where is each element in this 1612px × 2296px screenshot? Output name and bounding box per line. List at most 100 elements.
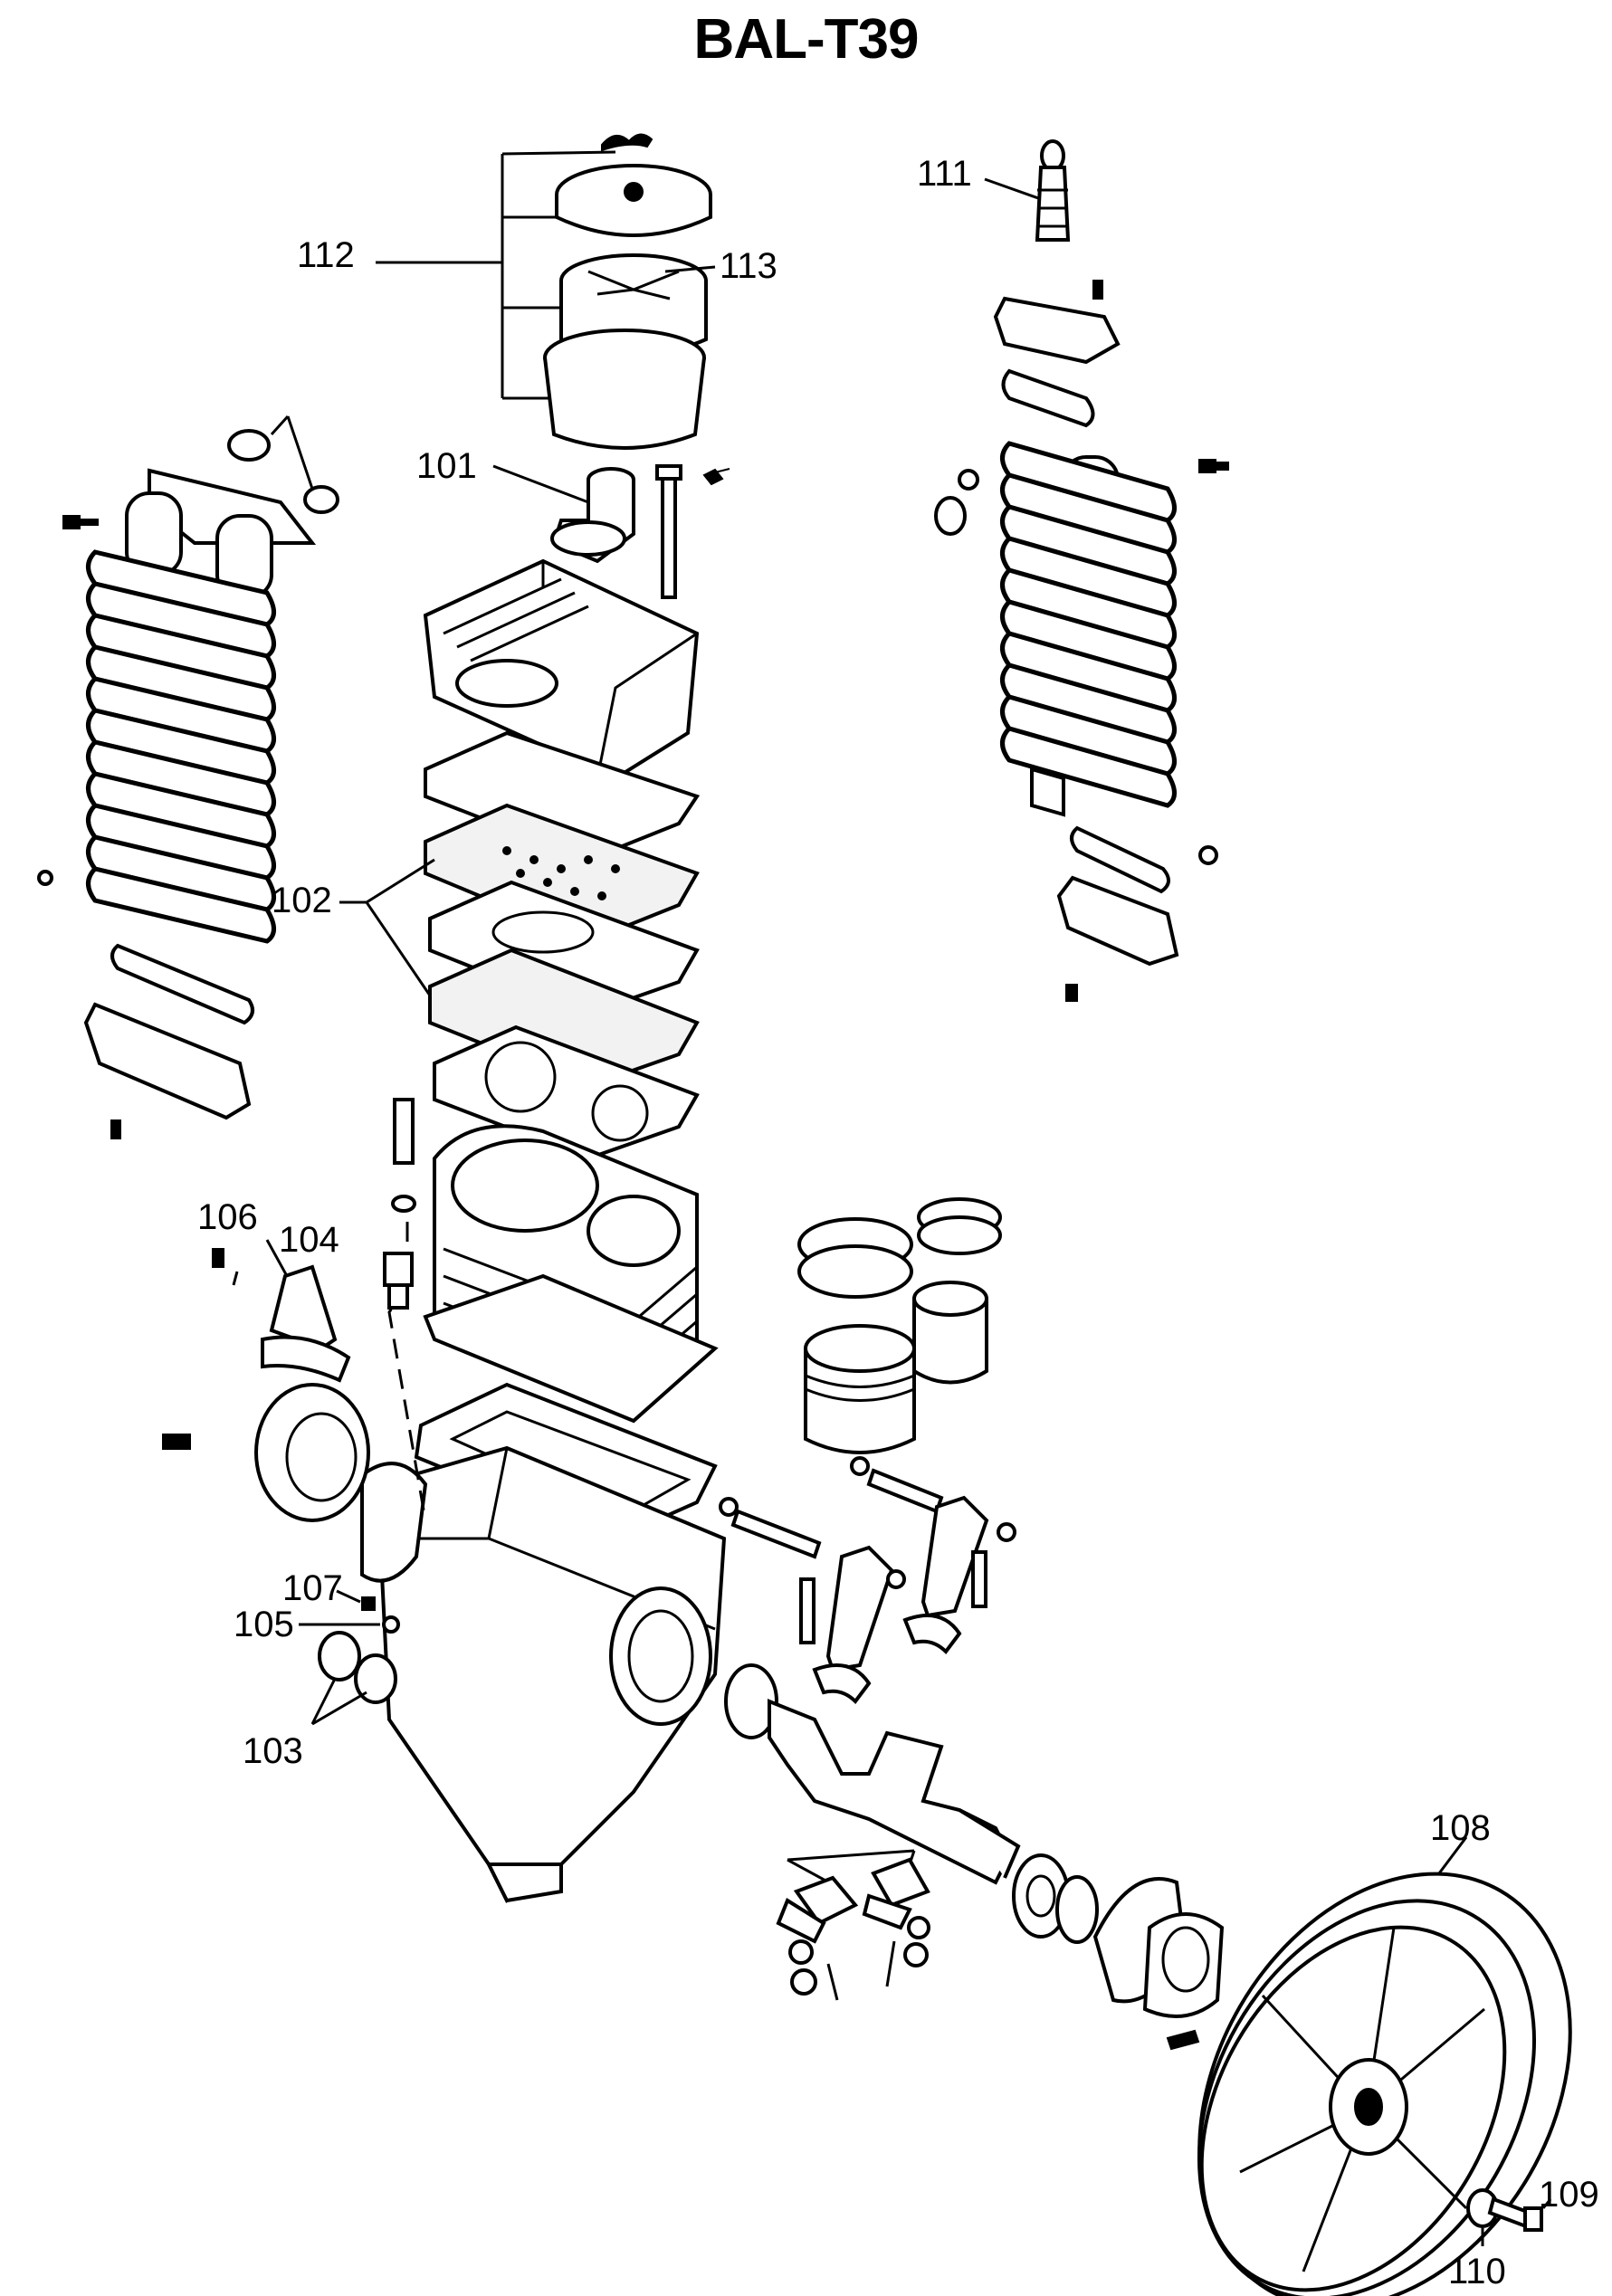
hw-nut-1	[788, 1939, 814, 1965]
long-bolt	[661, 469, 677, 599]
cylinder-block	[391, 1098, 719, 1424]
flywheel-bolt-head	[1523, 2206, 1543, 2232]
leader-111	[984, 177, 1042, 201]
long-bolt-head	[655, 464, 682, 481]
crankcase-cover-left	[360, 1462, 428, 1583]
cylinder-base-flange	[423, 1273, 719, 1424]
plug-thread	[387, 1283, 409, 1310]
filter-cover-hole	[624, 182, 644, 202]
crankcase-bearing-bore	[609, 1586, 712, 1726]
callout-105: 105	[234, 1605, 294, 1644]
gasket-2-port	[491, 910, 595, 954]
right-oring	[934, 496, 967, 536]
right-bottom-cap	[1056, 875, 1179, 967]
bearing-half-a	[776, 1898, 826, 1944]
hw-nut-3	[790, 1968, 817, 1996]
pistons-and-rings	[797, 1197, 1002, 1454]
bracket-screw	[212, 1248, 224, 1268]
small-ring-2	[917, 1215, 1002, 1255]
main-bearing-right-inner	[1025, 1874, 1056, 1918]
oil-seal	[1055, 1875, 1099, 1944]
right-top-cap	[993, 296, 1121, 365]
bearing-carrier-inner	[285, 1412, 358, 1502]
cylinder-head	[423, 558, 700, 781]
screw-107	[361, 1596, 376, 1611]
cylinder-bore-2	[587, 1195, 681, 1267]
right-bottom-gasket	[1070, 825, 1170, 894]
callout-104: 104	[279, 1220, 339, 1260]
carrier-bolt	[162, 1434, 191, 1450]
left-cooler-fins	[86, 549, 276, 944]
left-bottom-cap	[83, 1002, 252, 1120]
bracket-gasket	[261, 1335, 351, 1383]
base-gasket	[414, 1382, 718, 1541]
right-intercooler	[934, 139, 1229, 1002]
crankcase-foot	[485, 1863, 563, 1903]
right-cooler-fins	[1000, 441, 1177, 808]
oil-fill-gasket	[354, 1653, 397, 1704]
conrod-cap-2	[902, 1614, 962, 1655]
callout-111: 111	[917, 154, 972, 194]
right-bearing-group	[1012, 1853, 1225, 2051]
valve-plate-holes	[502, 846, 620, 900]
left-screw	[62, 515, 99, 529]
conrod-1	[825, 1545, 894, 1672]
callout-109: 109	[1539, 2175, 1599, 2215]
hw-nut-4	[903, 1942, 929, 1967]
bearing-carrier	[254, 1383, 370, 1522]
air-filter-assembly	[376, 133, 716, 450]
left-nut	[37, 870, 53, 886]
conrod-2	[920, 1495, 989, 1618]
intake-elbow	[492, 464, 730, 599]
washer-105	[382, 1615, 400, 1634]
gasket-bore-2	[591, 1084, 649, 1142]
flywheel-spokes	[1239, 1927, 1485, 2272]
callout-112: 112	[297, 235, 355, 275]
bracket-arm	[269, 1264, 338, 1351]
crankshaft	[724, 1663, 1021, 1885]
connecting-rods	[719, 1456, 1016, 1705]
leader-101	[492, 464, 589, 504]
safety-valve	[1035, 166, 1071, 242]
end-cover	[1142, 1912, 1225, 2018]
rod-nut	[997, 1522, 1016, 1542]
leader-102	[339, 858, 435, 996]
hw-nut-2	[907, 1916, 930, 1939]
crankshaft-body	[768, 1699, 1012, 1885]
gasket-bore-1	[484, 1041, 557, 1113]
pin-clip-2	[850, 1456, 870, 1476]
cylinder-bore-1	[451, 1138, 599, 1233]
valve-threads	[1037, 188, 1068, 228]
piston-ring-grooves	[805, 1374, 915, 1402]
filter-cover-rim	[555, 195, 712, 237]
crankcase-bore-inner	[627, 1609, 694, 1703]
filter-housing	[543, 357, 706, 450]
flywheel	[1197, 1836, 1572, 2296]
flywheel-bore	[1354, 2088, 1383, 2126]
leader-113	[664, 265, 716, 273]
large-piston-top	[804, 1324, 916, 1373]
left-bottom-gasket	[110, 943, 254, 1025]
gasket-2	[428, 880, 700, 1016]
wing-nut	[601, 133, 653, 152]
callout-103: 103	[243, 1731, 303, 1771]
valve-plate-2	[428, 948, 700, 1089]
conrod-cap-1	[812, 1663, 872, 1705]
diagram-title: BAL-T39	[693, 8, 920, 71]
filter-element-pleats	[587, 270, 680, 300]
right-lower-nut	[1198, 845, 1218, 865]
right-top-screw	[1092, 280, 1103, 300]
head-port	[455, 659, 558, 708]
left-bottom-screw	[110, 1119, 121, 1139]
wrist-pin-2	[866, 1468, 944, 1514]
callout-110: 110	[1448, 2252, 1506, 2291]
crankcase	[360, 1222, 727, 1903]
block-bolt	[393, 1098, 415, 1165]
right-nut	[958, 469, 979, 491]
end-cover-bolt	[1166, 2029, 1200, 2051]
leader-107	[336, 1589, 361, 1604]
bolt-washer	[391, 1195, 416, 1213]
oil-fill-plug	[318, 1631, 361, 1682]
leader-112-bracket	[376, 150, 616, 400]
